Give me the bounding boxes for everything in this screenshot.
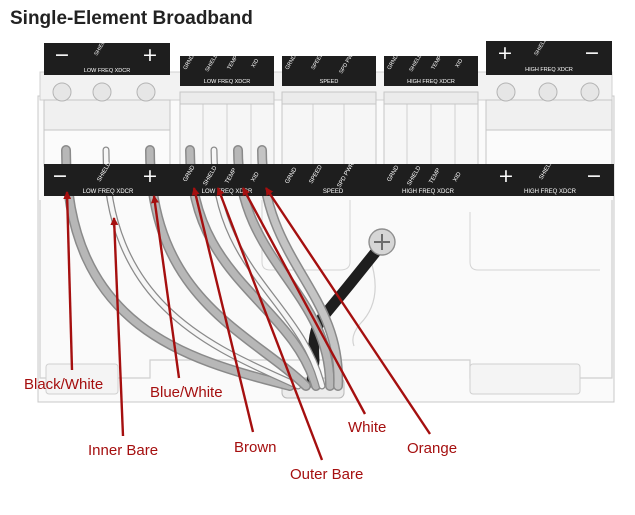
plus-sign-icon: + bbox=[142, 44, 158, 66]
group-label: LOW FREQ XDCR bbox=[84, 68, 130, 74]
minus-sign-icon: − bbox=[52, 165, 68, 187]
arrow-white bbox=[241, 187, 367, 415]
callout-white: White bbox=[348, 419, 386, 436]
group-label: HIGH FREQ XDCR bbox=[407, 79, 455, 85]
group-label: SPEED bbox=[320, 79, 339, 85]
arrow-brown bbox=[191, 187, 255, 433]
plus-sign-icon: + bbox=[498, 165, 514, 187]
callout-inner-bare: Inner Bare bbox=[88, 442, 158, 459]
top-strip-high-freq-xdcr bbox=[486, 41, 612, 75]
callout-outer-bare: Outer Bare bbox=[290, 466, 363, 483]
group-label: HIGH FREQ XDCR bbox=[402, 189, 455, 195]
callout-brown: Brown bbox=[234, 439, 277, 456]
arrow-inner-bare bbox=[110, 217, 125, 437]
bottom-label-strip bbox=[44, 164, 614, 196]
minus-sign-icon: − bbox=[586, 165, 602, 187]
wire-black-white bbox=[62, 146, 294, 390]
group-label: HIGH FREQ XDCR bbox=[524, 189, 577, 195]
wire-inner-bare bbox=[103, 147, 301, 389]
plus-sign-icon: + bbox=[142, 165, 158, 187]
callout-labels: Black/White Inner Bare Blue/White Brown … bbox=[24, 376, 457, 483]
group-label: LOW FREQ XDCR bbox=[202, 189, 253, 195]
top-strip-low-freq-xdcr bbox=[44, 43, 170, 75]
plus-sign-icon: + bbox=[497, 42, 513, 64]
top-strip-speed bbox=[282, 56, 376, 86]
callout-black-white: Black/White bbox=[24, 376, 103, 393]
callout-blue-white: Blue/White bbox=[150, 384, 223, 401]
group-label: LOW FREQ XDCR bbox=[204, 79, 250, 85]
arrow-blue-white bbox=[150, 195, 181, 379]
group-label: SPEED bbox=[323, 189, 344, 195]
pin-label: XID bbox=[251, 171, 262, 183]
group-label: LOW FREQ XDCR bbox=[83, 189, 134, 195]
pin-label: XID bbox=[251, 58, 261, 69]
top-strip-high-freq-xdcr-4pin bbox=[384, 56, 478, 86]
arrow-black-white bbox=[63, 191, 74, 371]
pin-label: XID bbox=[455, 58, 465, 69]
group-label: HIGH FREQ XDCR bbox=[525, 67, 573, 73]
minus-sign-icon: − bbox=[54, 44, 70, 66]
minus-sign-icon: − bbox=[584, 42, 600, 64]
arrow-outer-bare bbox=[216, 187, 324, 461]
top-strip-low-freq-xdcr-4pin bbox=[180, 56, 274, 86]
callout-arrows bbox=[63, 187, 431, 461]
callout-orange: Orange bbox=[407, 440, 457, 457]
pin-label: XID bbox=[453, 171, 464, 183]
page-title: Single-Element Broadband bbox=[10, 8, 253, 29]
arrow-orange bbox=[265, 187, 431, 435]
